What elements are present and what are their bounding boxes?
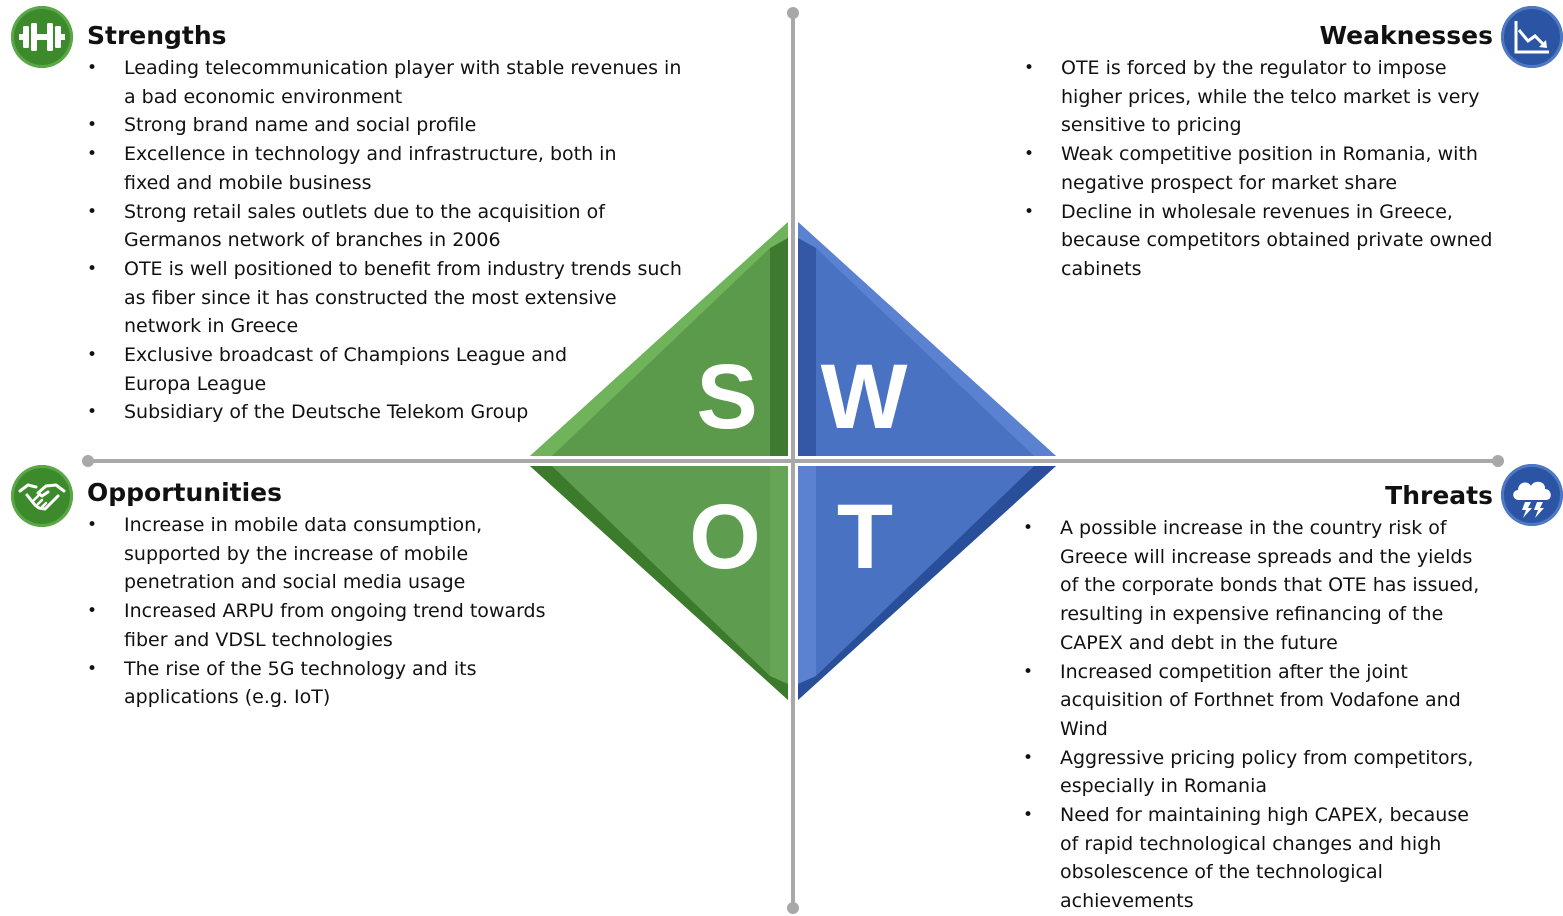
axis-endpoint-bottom: [787, 902, 799, 914]
letter-w: W: [821, 346, 908, 448]
list-item: Decline in wholesale revenues in Greece,…: [1024, 198, 1494, 284]
list-item: OTE is well positioned to benefit from i…: [87, 255, 697, 341]
horizontal-axis-line: [88, 459, 1498, 463]
axis-endpoint-right: [1492, 455, 1504, 467]
letter-s: S: [696, 346, 757, 448]
list-item: Weak competitive position in Romania, wi…: [1024, 140, 1494, 197]
opportunities-list: Increase in mobile data consumption, sup…: [87, 511, 557, 712]
strengths-list: Leading telecommunication player with st…: [87, 54, 697, 427]
list-item: Increase in mobile data consumption, sup…: [87, 511, 557, 597]
list-item: Exclusive broadcast of Champions League …: [87, 341, 697, 398]
list-item: The rise of the 5G technology and its ap…: [87, 655, 557, 712]
list-item: A possible increase in the country risk …: [1023, 514, 1493, 658]
letter-o: O: [689, 486, 761, 588]
list-item: OTE is forced by the regulator to impose…: [1024, 54, 1494, 140]
o-quadrant: [530, 466, 788, 700]
declining-chart-icon: [1501, 6, 1563, 68]
weaknesses-list: OTE is forced by the regulator to impose…: [1024, 54, 1494, 284]
list-item: Increased ARPU from ongoing trend toward…: [87, 597, 557, 654]
list-item: Excellence in technology and infrastruct…: [87, 140, 697, 197]
strengths-title: Strengths: [87, 21, 227, 50]
list-item: Leading telecommunication player with st…: [87, 54, 697, 111]
list-item: Strong retail sales outlets due to the a…: [87, 198, 697, 255]
axis-endpoint-left: [82, 455, 94, 467]
storm-cloud-icon: [1501, 464, 1563, 526]
dumbbell-icon: [11, 6, 73, 68]
list-item: Strong brand name and social profile: [87, 111, 697, 140]
handshake-icon: [11, 465, 73, 527]
w-quadrant: [798, 222, 1056, 456]
threats-title: Threats: [1385, 481, 1493, 510]
list-item: Subsidiary of the Deutsche Telekom Group: [87, 398, 697, 427]
axis-endpoint-top: [787, 7, 799, 19]
list-item: Aggressive pricing policy from competito…: [1023, 744, 1493, 801]
list-item: Need for maintaining high CAPEX, because…: [1023, 801, 1493, 916]
opportunities-title: Opportunities: [87, 478, 283, 507]
t-quadrant: [798, 466, 1056, 700]
weaknesses-title: Weaknesses: [1319, 21, 1494, 50]
threats-list: A possible increase in the country risk …: [1023, 514, 1493, 916]
list-item: Increased competition after the joint ac…: [1023, 658, 1493, 744]
letter-t: T: [837, 486, 893, 588]
